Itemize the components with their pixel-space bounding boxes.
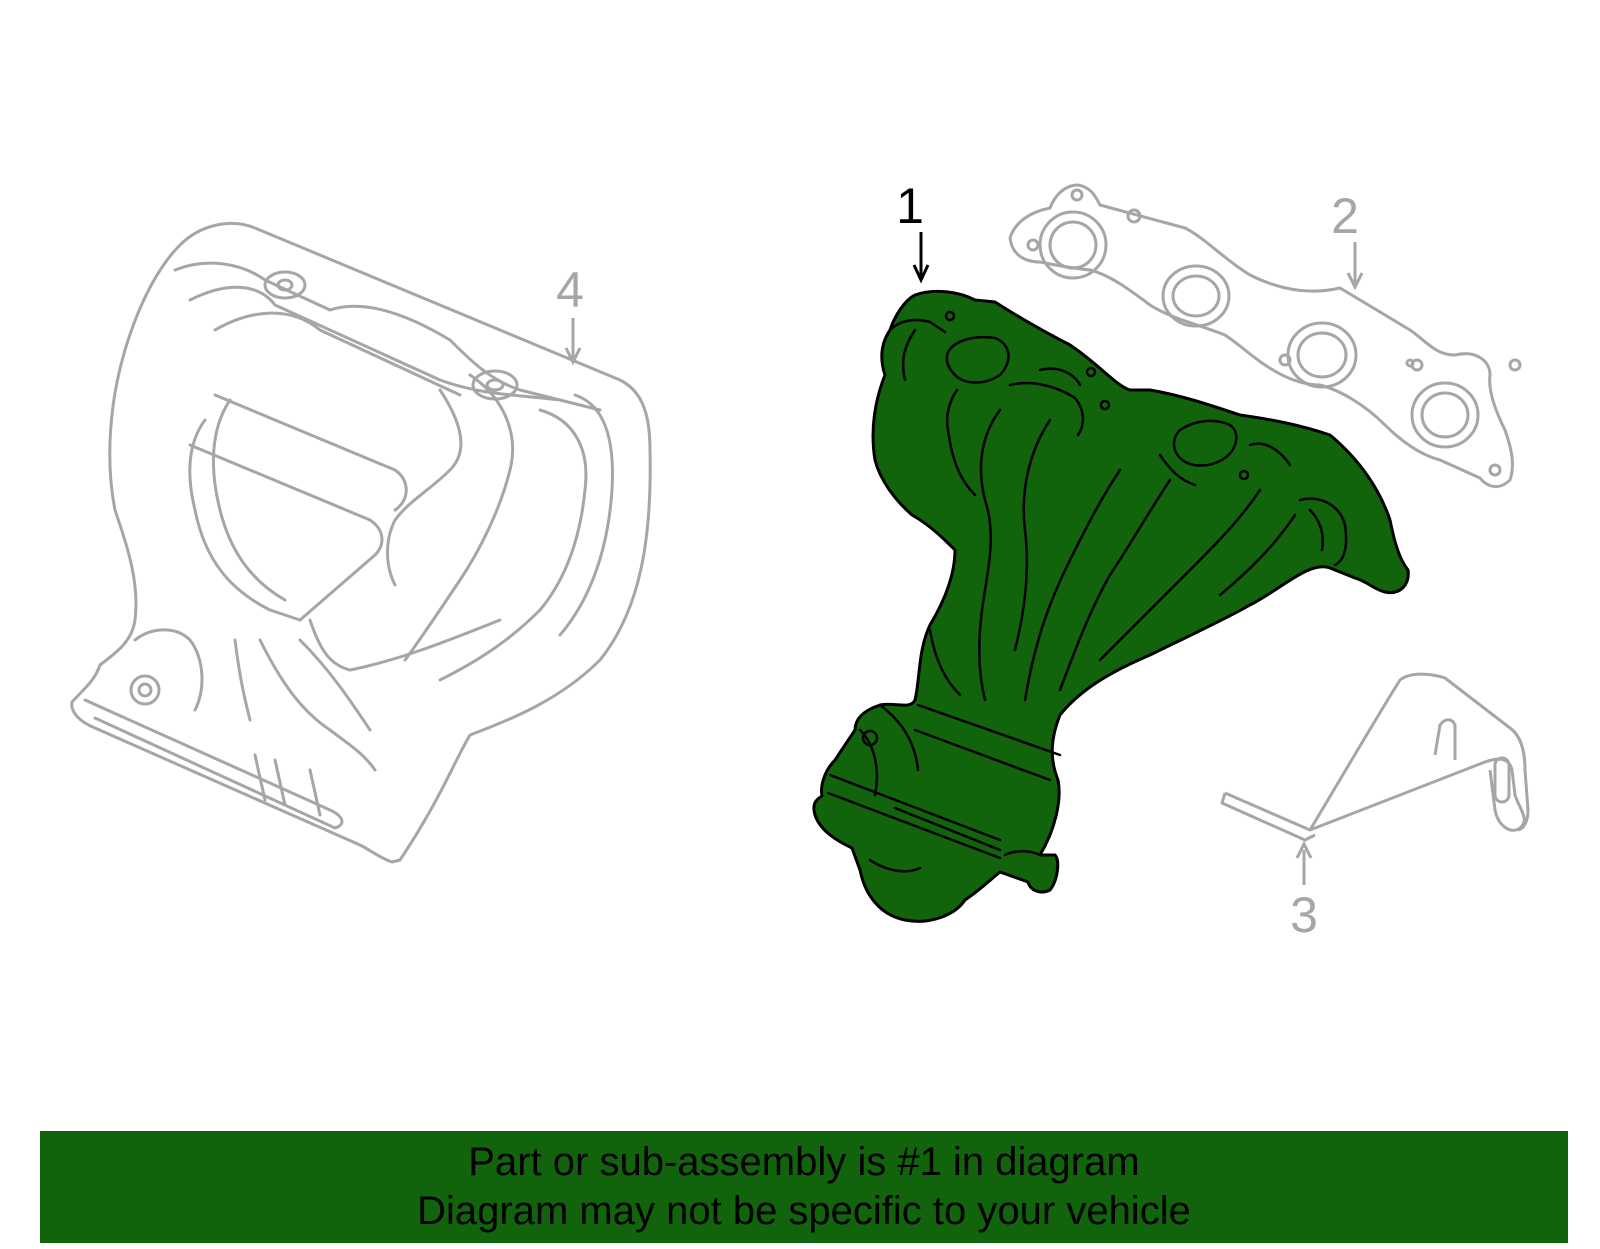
callout-4-label: 4 bbox=[556, 262, 584, 318]
callout-2-arrowhead bbox=[1346, 272, 1364, 291]
banner-background bbox=[40, 1131, 1568, 1243]
callout-1-arrowhead bbox=[912, 264, 930, 284]
manifold-gasket[interactable] bbox=[1008, 183, 1522, 488]
callout-4-arrowhead bbox=[564, 347, 582, 366]
banner-line-1: Part or sub-assembly is #1 in diagram bbox=[468, 1140, 1140, 1184]
callout-3-label: 3 bbox=[1290, 887, 1318, 943]
callout-2: 2 bbox=[1331, 188, 1364, 291]
callout-3-arrowhead bbox=[1295, 840, 1313, 859]
callout-3: 3 bbox=[1290, 840, 1318, 943]
callout-2-label: 2 bbox=[1331, 188, 1359, 244]
support-bracket[interactable] bbox=[1220, 672, 1530, 842]
callout-1-label: 1 bbox=[896, 178, 924, 234]
callout-1: 1 bbox=[896, 178, 930, 284]
exhaust-manifold[interactable] bbox=[812, 289, 1410, 923]
banner-line-2: Diagram may not be specific to your vehi… bbox=[417, 1189, 1191, 1233]
info-banner: Part or sub-assembly is #1 in diagram Di… bbox=[40, 1131, 1568, 1243]
callout-4: 4 bbox=[556, 262, 584, 366]
heat-shield[interactable] bbox=[70, 221, 652, 864]
